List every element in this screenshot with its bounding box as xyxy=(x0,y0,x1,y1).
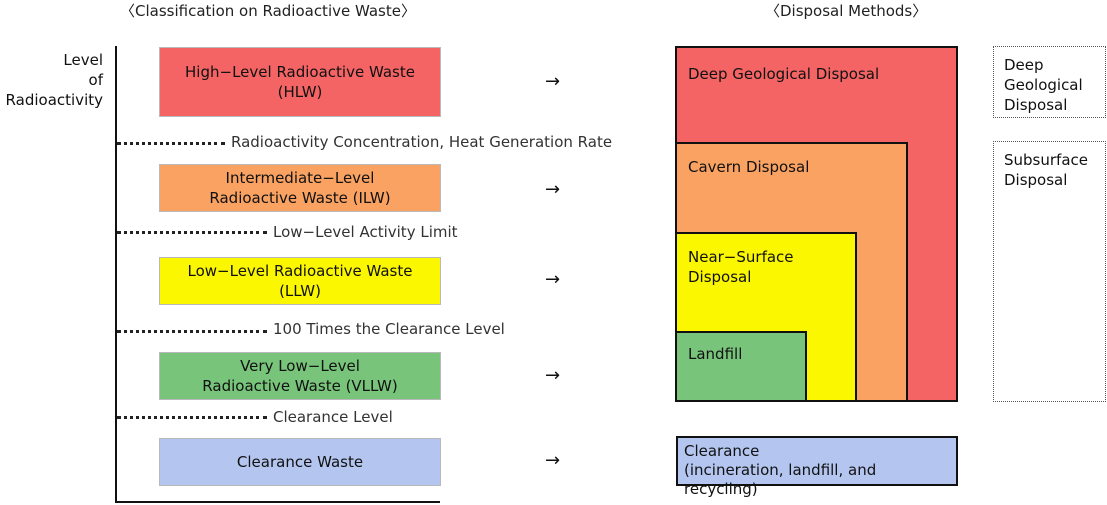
y-axis-label-line2: of xyxy=(88,71,103,89)
side-deep-line2: Geological xyxy=(1004,76,1083,94)
side-label-subsurface: Subsurface Disposal xyxy=(993,141,1106,402)
arrow-llw: → xyxy=(545,269,561,290)
threshold-label-llw-limit: Low−Level Activity Limit xyxy=(273,223,458,241)
landfill-label: Landfill xyxy=(688,345,743,363)
class-box-clearance-line1: Clearance Waste xyxy=(236,453,364,471)
threshold-line-100x xyxy=(117,330,267,333)
threshold-label-clearance: Clearance Level xyxy=(273,408,393,426)
deep-geological-label: Deep Geological Disposal xyxy=(688,65,880,83)
class-box-vllw-line1: Very Low−Level xyxy=(240,357,360,375)
class-box-ilw: Intermediate−Level Radioactive Waste (IL… xyxy=(159,164,441,212)
class-box-llw-line1: Low−Level Radioactive Waste xyxy=(187,262,413,280)
class-box-clearance: Clearance Waste xyxy=(159,438,441,486)
threshold-label-heat: Radioactivity Concentration, Heat Genera… xyxy=(231,133,613,151)
class-box-vllw: Very Low−Level Radioactive Waste (VLLW) xyxy=(159,352,441,400)
side-label-deep-geological: Deep Geological Disposal xyxy=(993,46,1106,118)
class-box-ilw-line2: Radioactive Waste (ILW) xyxy=(209,189,391,207)
y-axis-line xyxy=(115,46,117,503)
near-surface-label: Near−Surface Disposal xyxy=(688,247,794,287)
y-axis-label-line3: Radioactivity xyxy=(5,91,103,109)
side-subsurface-line1: Subsurface xyxy=(1004,151,1088,169)
arrow-vllw: → xyxy=(545,365,561,386)
threshold-line-llw-limit xyxy=(117,231,267,234)
y-axis-label: Level of Radioactivity xyxy=(0,50,103,110)
class-box-vllw-line2: Radioactive Waste (VLLW) xyxy=(202,377,398,395)
class-box-hlw: High−Level Radioactive Waste (HLW) xyxy=(159,47,441,117)
side-subsurface-line2: Disposal xyxy=(1004,171,1068,189)
arrow-ilw: → xyxy=(545,179,561,200)
threshold-line-clearance xyxy=(117,416,267,419)
side-deep-line3: Disposal xyxy=(1004,96,1068,114)
disposal-heading: 〈Disposal Methods〉 xyxy=(765,2,928,20)
side-deep-line1: Deep xyxy=(1004,56,1044,74)
clearance-disposal-line1: Clearance xyxy=(684,442,760,460)
clearance-disposal-box: Clearance (incineration, landfill, and r… xyxy=(676,436,958,498)
arrow-hlw: → xyxy=(545,71,561,92)
near-surface-label-line2: Disposal xyxy=(688,268,752,286)
y-axis-label-line1: Level xyxy=(63,51,103,69)
clearance-disposal-line2: (incineration, landfill, and recycling) xyxy=(684,461,877,498)
class-box-hlw-line2: (HLW) xyxy=(277,83,323,101)
near-surface-label-line1: Near−Surface xyxy=(688,248,794,266)
class-box-ilw-line1: Intermediate−Level xyxy=(225,169,375,187)
class-box-llw: Low−Level Radioactive Waste (LLW) xyxy=(159,257,441,305)
x-axis-line xyxy=(115,501,440,503)
classification-heading: 〈Classification on Radioactive Waste〉 xyxy=(120,2,416,20)
threshold-line-heat xyxy=(117,142,225,145)
cavern-label: Cavern Disposal xyxy=(688,158,810,176)
arrow-clearance: → xyxy=(545,450,561,471)
landfill-box xyxy=(675,331,807,402)
class-box-llw-line2: (LLW) xyxy=(279,282,321,300)
class-box-hlw-line1: High−Level Radioactive Waste xyxy=(185,63,415,81)
threshold-label-100x: 100 Times the Clearance Level xyxy=(273,320,505,338)
